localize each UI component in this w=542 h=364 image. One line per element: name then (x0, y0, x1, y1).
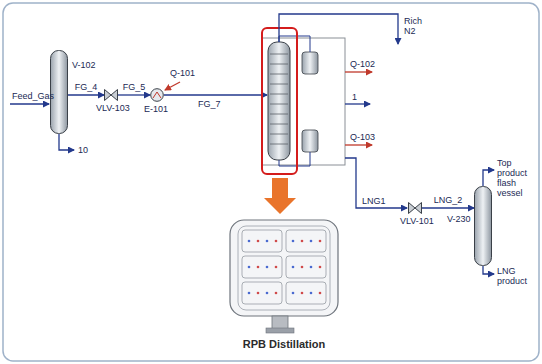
stream-name: LNG product (497, 266, 535, 286)
stream-name: FG_7 (198, 99, 221, 109)
rpb-stage (286, 256, 326, 278)
stream-name: Rich N2 (404, 16, 432, 36)
rpb-dot (292, 292, 295, 295)
energy-stream-name: Q-103 (350, 132, 375, 142)
valve-outline (104, 89, 118, 101)
stream-name: 10 (78, 145, 88, 155)
stream-name: 1 (352, 92, 357, 102)
heater-symbol: E-101 (150, 88, 164, 102)
rpb-dot (257, 266, 260, 269)
column-tray (270, 74, 288, 75)
equipment-tag: VLV-101 (400, 216, 434, 226)
rpb-stage (286, 230, 326, 252)
rpb-dot (248, 266, 251, 269)
column-tray (270, 54, 288, 55)
rpb-dot (301, 266, 304, 269)
rpb-dot (319, 266, 322, 269)
stream-name: LNG_2 (433, 195, 464, 205)
rpb-stage (242, 282, 282, 304)
rpb-dot (266, 292, 269, 295)
rpb-stage (286, 282, 326, 304)
column-tray (270, 124, 288, 125)
rpb-dot (301, 292, 304, 295)
rpb-dot (301, 240, 304, 243)
equipment-tag: V-102 (72, 60, 96, 70)
material-stream (118, 94, 150, 95)
valve-outline (408, 202, 422, 214)
rpb-stage (242, 256, 282, 278)
rpb-dot (292, 240, 295, 243)
equipment-tag: V-230 (447, 214, 471, 224)
caption: RPB Distillation (226, 338, 342, 351)
valve-symbol: VLV-103 (104, 89, 118, 101)
rpb-dot (257, 292, 260, 295)
rpb-stage (242, 230, 282, 252)
column-tray (270, 144, 288, 145)
column-tray (270, 104, 288, 105)
column-tray (270, 84, 288, 85)
rpb-dot (275, 266, 278, 269)
stream-name: LNG1 (362, 196, 386, 206)
equipment-tag: E-101 (144, 104, 168, 114)
energy-stream-name: Q-101 (170, 68, 195, 78)
rpb-dot (275, 240, 278, 243)
column-tray (270, 114, 288, 115)
rpb-dot (257, 240, 260, 243)
rpb-dot (310, 292, 313, 295)
flash-vessel: V-230 (474, 186, 492, 266)
material-stream (422, 207, 474, 208)
rpb-dot (266, 240, 269, 243)
column-tray (270, 134, 288, 135)
valve-symbol: VLV-101 (408, 202, 422, 214)
rpb-dot (319, 292, 322, 295)
column-tray (270, 64, 288, 65)
rpb-dot (248, 292, 251, 295)
rpb-dot (248, 240, 251, 243)
rpb-dot (319, 240, 322, 243)
stream-name: Feed_Gas (12, 91, 54, 101)
rpb-dot (275, 292, 278, 295)
rpb-dot (310, 266, 313, 269)
column-tray (270, 94, 288, 95)
stream-name: FG_5 (122, 82, 147, 92)
equipment-tag: VLV-103 (96, 103, 130, 113)
stream-name: Top product flash vessel (497, 158, 537, 198)
material-stream (68, 94, 104, 95)
rpb-dot (292, 266, 295, 269)
rpb-dot (310, 240, 313, 243)
stream-name: FG_4 (74, 82, 99, 92)
vessel-outline (474, 186, 492, 266)
heater-outline (150, 88, 164, 102)
energy-stream-name: Q-102 (350, 59, 375, 69)
rpb-dot (266, 266, 269, 269)
